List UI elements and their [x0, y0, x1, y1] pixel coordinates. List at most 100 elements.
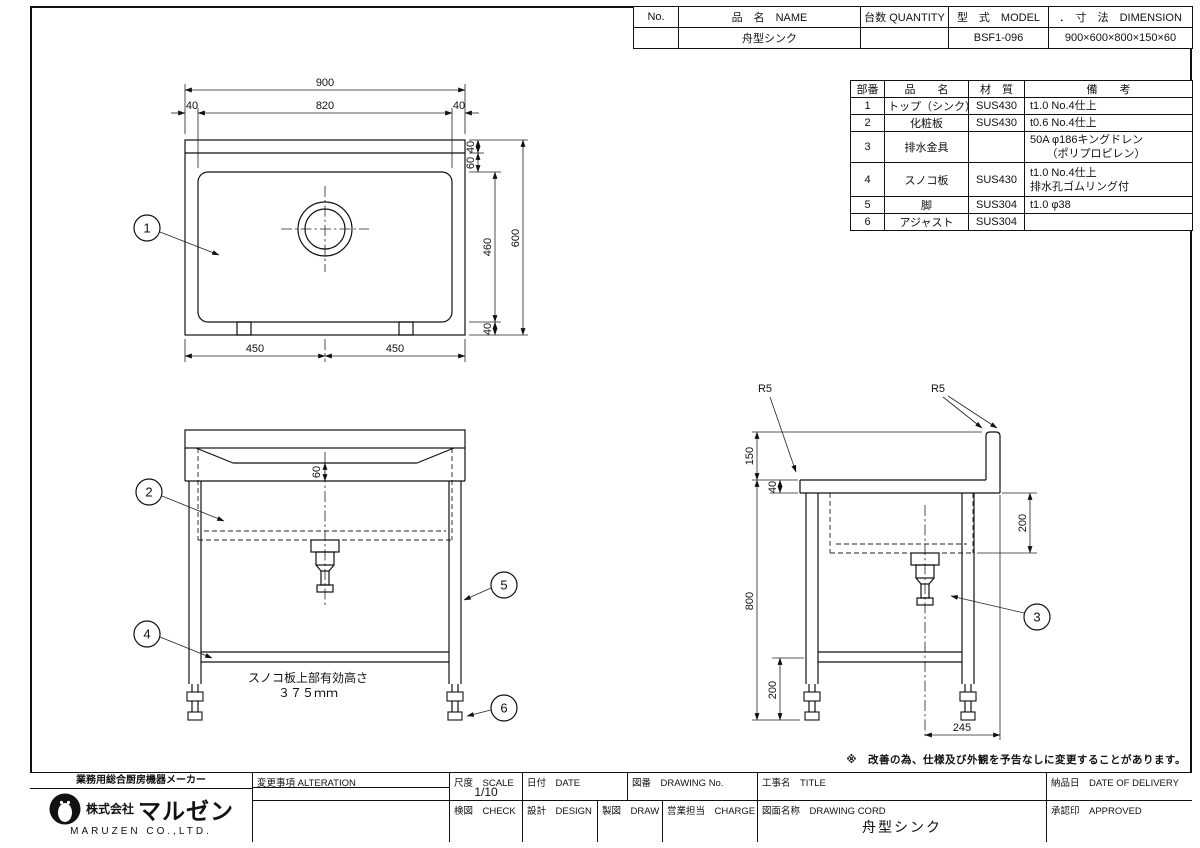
part-material — [968, 131, 1025, 163]
company-prefix: 株式会社 — [85, 802, 134, 816]
charge-label: 営業担当 CHARGE — [667, 806, 756, 817]
drawing-no-cell: 図番 DRAWING No. — [628, 773, 758, 800]
col-part-material: 材 質 — [968, 80, 1025, 98]
part-name: スノコ板 — [884, 162, 969, 197]
dim-back-margin: 40 — [465, 141, 477, 153]
balloon-3: 3 — [950, 595, 1051, 631]
delivery-date-cell: 納品日 DATE OF DELIVERY — [1047, 773, 1192, 800]
svg-text:4: 4 — [143, 627, 150, 642]
alteration-cell: 変更事項 ALTERATION — [253, 773, 450, 842]
col-name: 品 名 NAME — [678, 6, 861, 28]
col-part-note: 備 考 — [1024, 80, 1193, 98]
part-material: SUS430 — [968, 114, 1025, 132]
radius-label-left: R5 — [758, 383, 772, 395]
dim-right-margin: 40 — [453, 100, 465, 112]
parts-row: 3 排水金具 50A φ186キングドレン （ポリプロピレン） — [850, 131, 1193, 163]
val-dimension: 900×600×800×150×60 — [1048, 27, 1193, 49]
project-title-cell: 工事名 TITLE — [758, 773, 1047, 800]
project-title-label: 工事名 TITLE — [762, 778, 826, 789]
balloon-4: 4 — [133, 620, 213, 659]
val-no — [633, 27, 679, 49]
part-name: 化粧板 — [884, 114, 969, 132]
val-quantity — [860, 27, 949, 49]
col-part-no: 部番 — [850, 80, 885, 98]
slat-height-note-line1: スノコ板上部有効高さ — [248, 670, 368, 685]
dim-floor-clearance: 200 — [767, 681, 779, 699]
company-block: 業務用総合厨房機器メーカー 株式会社マルゼン MARUZEN CO.,LTD. — [30, 773, 253, 842]
drawing-name-label: 図面名称 DRAWING CORD — [762, 806, 886, 817]
dim-half-right: 450 — [386, 343, 404, 355]
approved-label: 承認印 APPROVED — [1051, 806, 1142, 817]
company-name: マルゼン — [138, 797, 234, 824]
plan-outline — [184, 139, 466, 336]
part-note — [1024, 213, 1193, 231]
front-adjusters — [186, 691, 464, 721]
val-model: BSF1-096 — [948, 27, 1049, 49]
company-tagline: 業務用総合厨房機器メーカー — [30, 773, 252, 789]
part-no: 2 — [850, 114, 885, 132]
balloon-1: 1 — [133, 214, 220, 256]
part-note: t1.0 No.4仕上排水孔ゴムリング付 — [1024, 162, 1193, 197]
front-hidden-lines — [197, 448, 453, 541]
plan-view: 900 40 820 40 40 60 460 40 600 450 450 1 — [133, 77, 528, 362]
part-note: t1.0 φ38 — [1024, 196, 1193, 214]
maruzen-penguin-logo-icon — [49, 793, 81, 824]
design-cell: 設計 DESIGN — [523, 801, 598, 842]
part-no: 1 — [850, 97, 885, 115]
side-outline — [799, 431, 1001, 712]
plan-dimension-lines — [171, 84, 528, 362]
dim-edge-thickness: 40 — [767, 481, 779, 493]
scale-value: 1/10 — [474, 785, 498, 799]
delivery-date-label: 納品日 DATE OF DELIVERY — [1051, 778, 1179, 789]
dim-front-edge: 60 — [311, 466, 323, 478]
dim-drain-offset: 245 — [953, 722, 971, 734]
parts-row: 1 トップ（シンク） SUS430 t1.0 No.4仕上 — [850, 97, 1193, 115]
balloon-2: 2 — [135, 478, 225, 522]
part-name: 排水金具 — [884, 131, 969, 163]
dim-depth: 600 — [510, 229, 522, 247]
charge-cell: 営業担当 CHARGE — [663, 801, 758, 842]
part-name: アジャスト — [884, 213, 969, 231]
drawing-name-cell: 図面名称 DRAWING CORD 舟型シンク — [758, 801, 1047, 842]
parts-header-row: 部番 品 名 材 質 備 考 — [850, 80, 1193, 98]
part-name: トップ（シンク） — [884, 97, 969, 115]
svg-text:5: 5 — [500, 578, 507, 593]
front-outline — [184, 429, 466, 712]
col-dimension: ． 寸 法 DIMENSION — [1048, 6, 1193, 28]
side-dimension-lines — [752, 395, 1037, 740]
side-view: R5 R5 150 40 800 200 200 245 3 — [744, 383, 1051, 740]
dim-basin-depth: 200 — [1017, 514, 1029, 532]
dim-backsplash-height: 150 — [744, 447, 756, 465]
dim-basin-length: 460 — [482, 238, 494, 256]
title-block: 業務用総合厨房機器メーカー 株式会社マルゼン MARUZEN CO.,LTD. … — [30, 772, 1192, 842]
part-material: SUS430 — [968, 162, 1025, 197]
svg-text:2: 2 — [145, 485, 152, 500]
radius-label-right: R5 — [931, 383, 945, 395]
approved-cell: 承認印 APPROVED — [1047, 801, 1192, 842]
col-part-name: 品 名 — [884, 80, 969, 98]
balloon-6: 6 — [466, 694, 518, 722]
drawing-header-table: No. 品 名 NAME 台数 QUANTITY 型 式 MODEL ． 寸 法… — [633, 6, 1193, 49]
front-view: 60 スノコ板上部有効高さ ３７５ｍｍ 2 5 4 6 — [133, 429, 518, 722]
date-label: 日付 DATE — [527, 778, 581, 789]
date-cell: 日付 DATE — [523, 773, 628, 800]
plan-centerlines — [281, 186, 369, 362]
drawing-name-value: 舟型シンク — [862, 819, 942, 835]
svg-text:3: 3 — [1033, 610, 1040, 625]
side-adjusters — [803, 691, 977, 721]
draw-cell: 製図 DRAW — [598, 801, 663, 842]
parts-list-table: 部番 品 名 材 質 備 考 1 トップ（シンク） SUS430 t1.0 No… — [850, 80, 1193, 231]
part-note: 50A φ186キングドレン （ポリプロピレン） — [1024, 131, 1193, 163]
design-label: 設計 DESIGN — [527, 806, 592, 817]
scale-label: 尺度 SCALE — [454, 778, 514, 789]
part-no: 4 — [850, 162, 885, 197]
val-name: 舟型シンク — [678, 27, 861, 49]
dim-front-margin: 40 — [482, 323, 494, 335]
parts-row: 2 化粧板 SUS430 t0.6 No.4仕上 — [850, 114, 1193, 132]
parts-row: 4 スノコ板 SUS430 t1.0 No.4仕上排水孔ゴムリング付 — [850, 162, 1193, 197]
part-no: 3 — [850, 131, 885, 163]
company-name-en: MARUZEN CO.,LTD. — [70, 826, 212, 837]
part-note: t0.6 No.4仕上 — [1024, 114, 1193, 132]
